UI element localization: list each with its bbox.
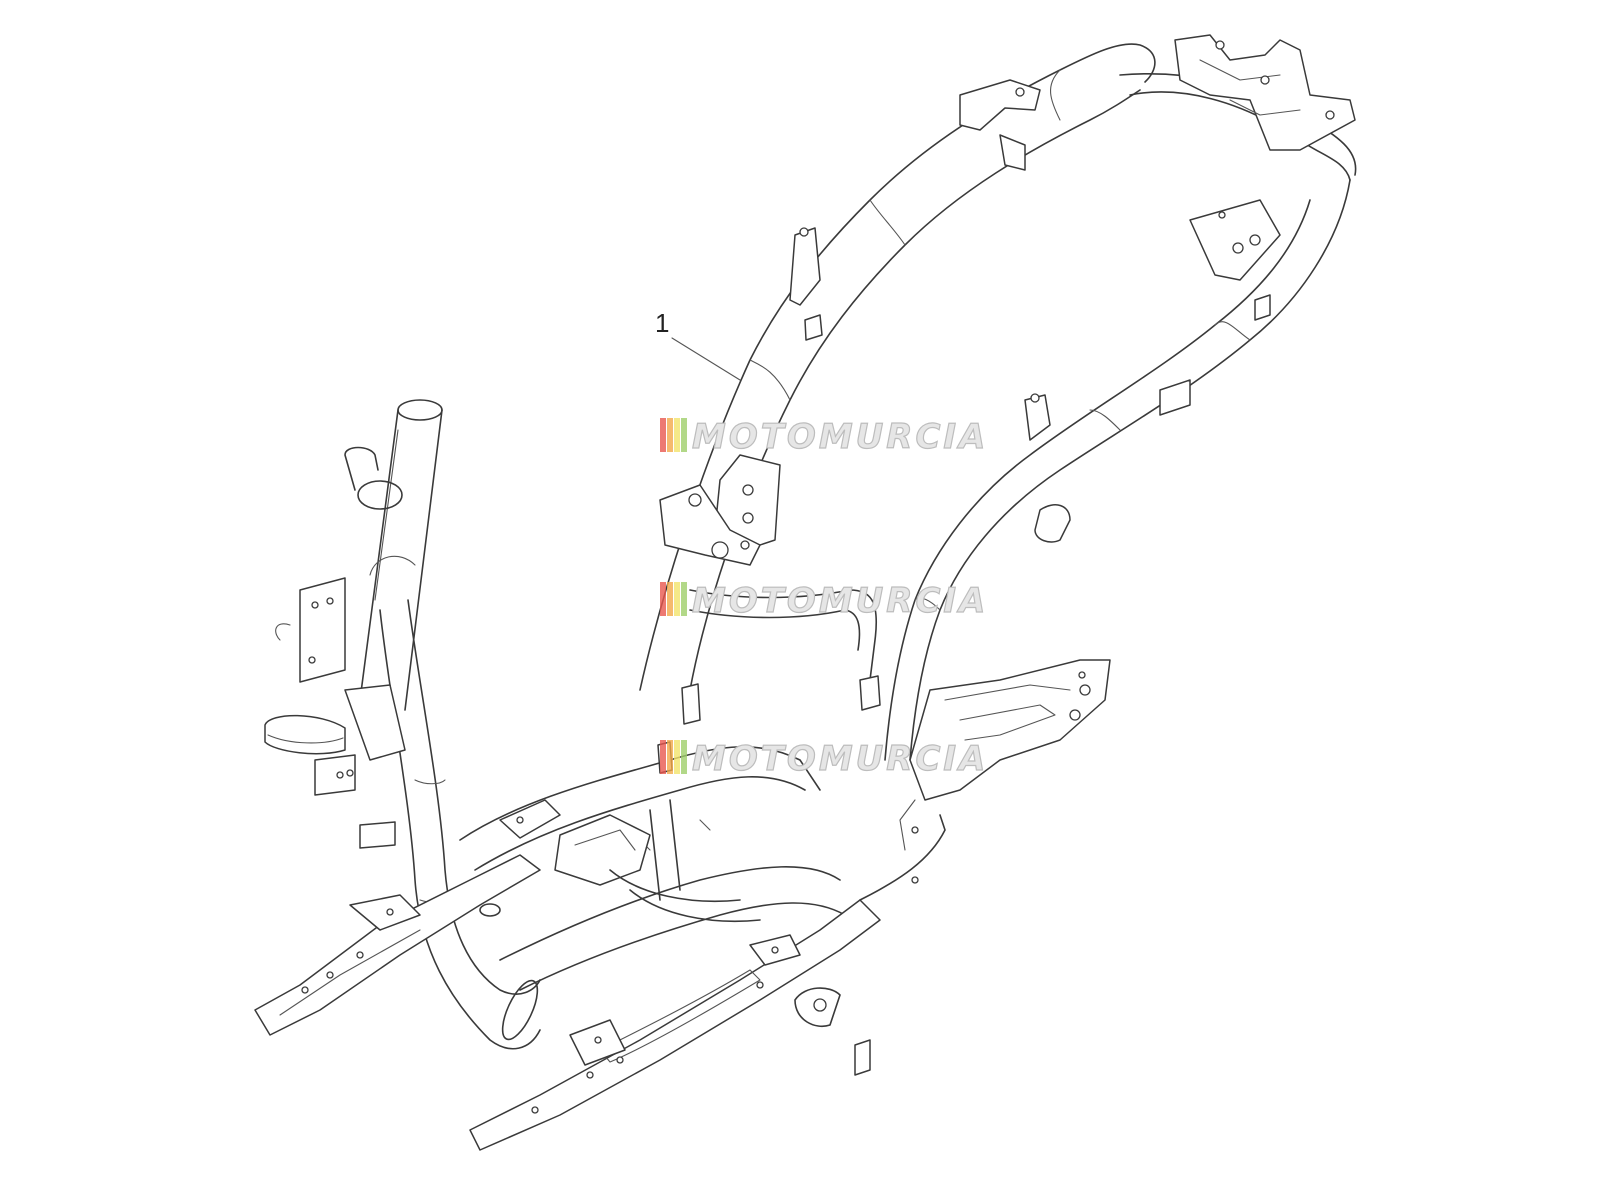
watermark-text: MOTOMURCIA	[692, 739, 988, 779]
watermark-3: MOTOMURCIA	[660, 738, 988, 780]
rear-frame-loop	[639, 43, 1357, 761]
watermark-stripe-orange	[667, 740, 673, 774]
watermark-stripe-green	[681, 740, 687, 774]
watermark-stripe-green	[681, 418, 687, 452]
watermark-stripe-red	[660, 418, 666, 452]
watermark-text: MOTOMURCIA	[692, 417, 988, 457]
steering-head-tube	[264, 399, 443, 755]
watermark-stripe-red	[660, 740, 666, 774]
watermark-stripe-yellow	[674, 740, 680, 774]
watermark-stripe-red	[660, 582, 666, 616]
watermark-1: MOTOMURCIA	[660, 416, 988, 458]
mid-brackets	[659, 227, 1071, 711]
watermark-2: MOTOMURCIA	[660, 580, 988, 622]
watermark-text: MOTOMURCIA	[692, 581, 988, 621]
right-footboard-rail	[469, 814, 946, 1151]
callout-number: 1	[655, 308, 669, 338]
left-footboard-rail	[254, 799, 561, 1036]
watermark-stripe-orange	[667, 582, 673, 616]
callout-leader-line	[671, 337, 741, 381]
right-side-panel	[899, 659, 1111, 884]
centre-cross-members	[459, 746, 846, 991]
watermark-stripe-orange	[667, 418, 673, 452]
watermark-stripe-green	[681, 582, 687, 616]
part-callout-1: 1	[655, 308, 741, 381]
rear-bracket-cluster	[959, 34, 1356, 416]
watermark-stripe-yellow	[674, 582, 680, 616]
front-down-tube	[314, 599, 541, 1050]
watermark-stripe-yellow	[674, 418, 680, 452]
